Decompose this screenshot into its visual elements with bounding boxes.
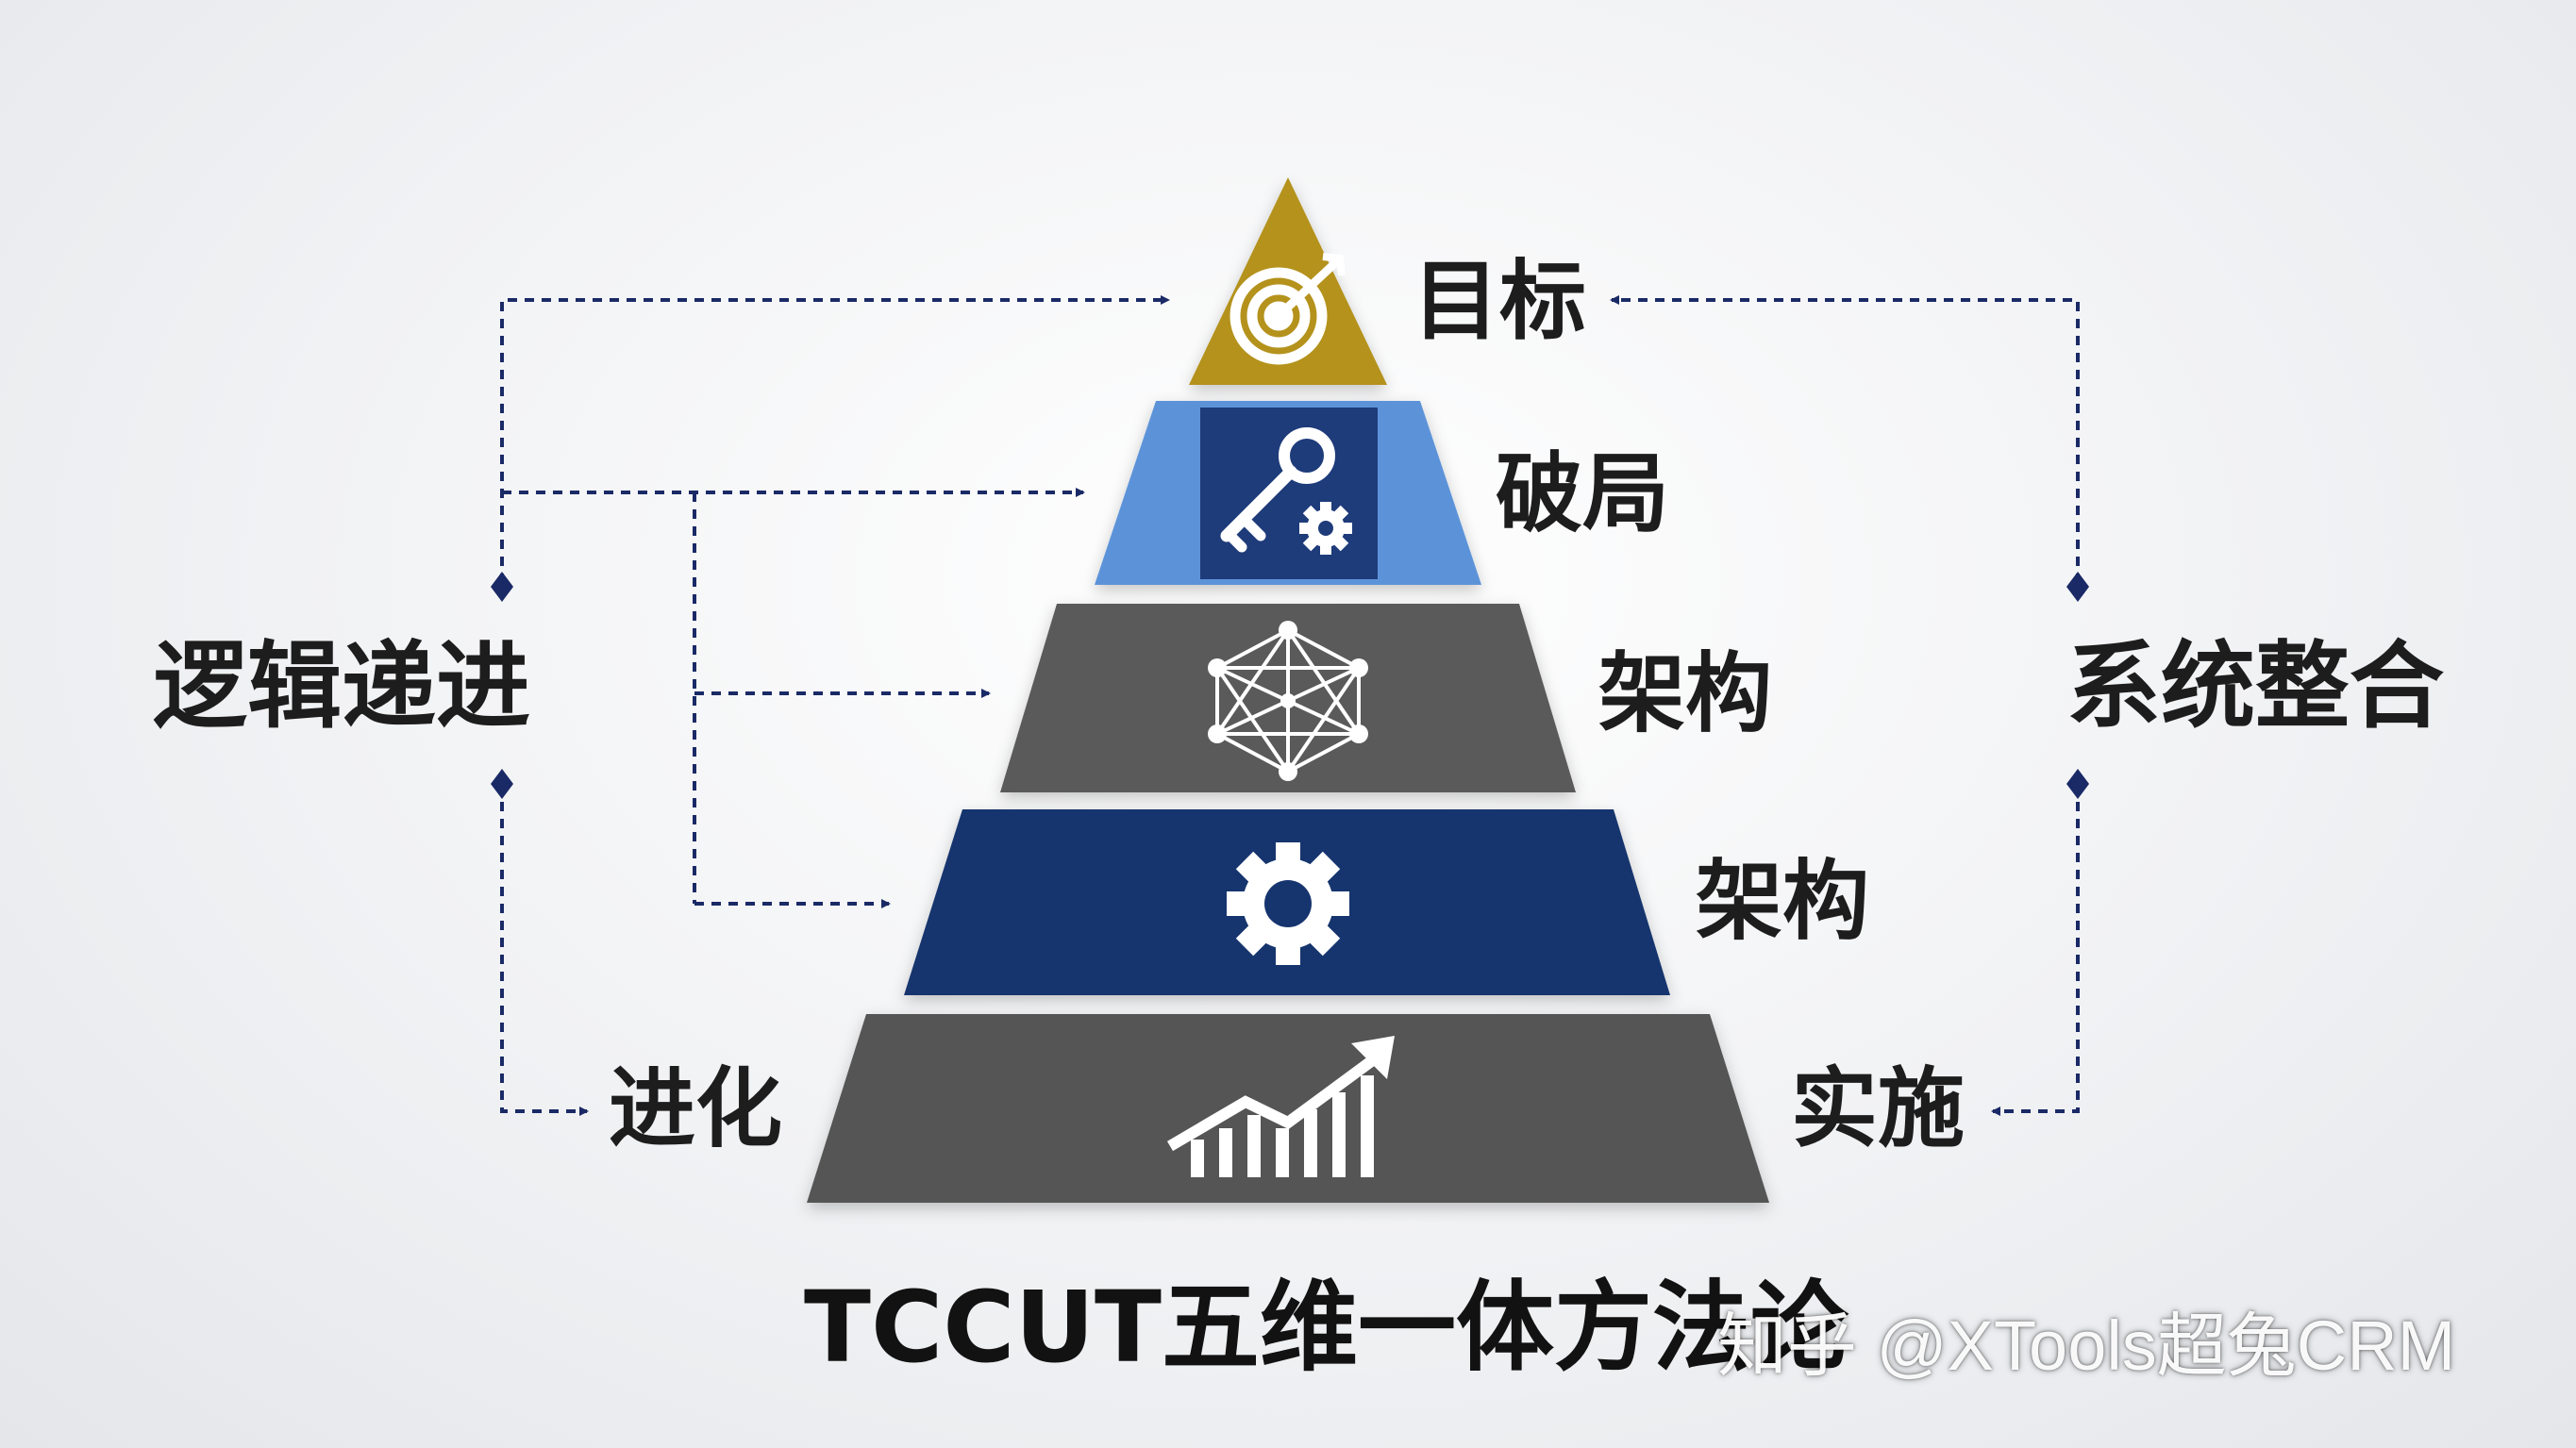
key-gear-icon-box bbox=[1200, 408, 1378, 579]
watermark: 知乎 @XTools超兔CRM bbox=[1717, 1307, 2456, 1385]
key-gear-icon bbox=[1220, 427, 1352, 555]
right-connector bbox=[1610, 295, 2080, 1116]
left-connector-diamonds bbox=[491, 572, 513, 799]
right-connector-diamonds bbox=[2066, 572, 2089, 799]
left-connector bbox=[500, 295, 1170, 1116]
left-side-label: 逻辑递进 bbox=[153, 631, 530, 741]
tier-label-implementation: 实施 bbox=[1791, 1058, 1965, 1159]
target-icon bbox=[1229, 253, 1346, 365]
gear-icon bbox=[1227, 842, 1349, 965]
growth-chart-icon bbox=[1166, 1036, 1395, 1177]
right-side-label: 系统整合 bbox=[2066, 631, 2444, 741]
tier-implementation bbox=[807, 1014, 1769, 1203]
tier-label-architecture-2: 架构 bbox=[1696, 851, 1870, 952]
network-icon bbox=[1208, 621, 1368, 781]
tier-label-goal: 目标 bbox=[1413, 251, 1587, 352]
left-bottom-label: 进化 bbox=[609, 1058, 783, 1159]
tier-label-architecture: 架构 bbox=[1598, 643, 1773, 744]
diagram-title: TCCUT五维一体方法论 bbox=[804, 1270, 1848, 1385]
tier-label-breakthrough: 破局 bbox=[1496, 443, 1670, 544]
